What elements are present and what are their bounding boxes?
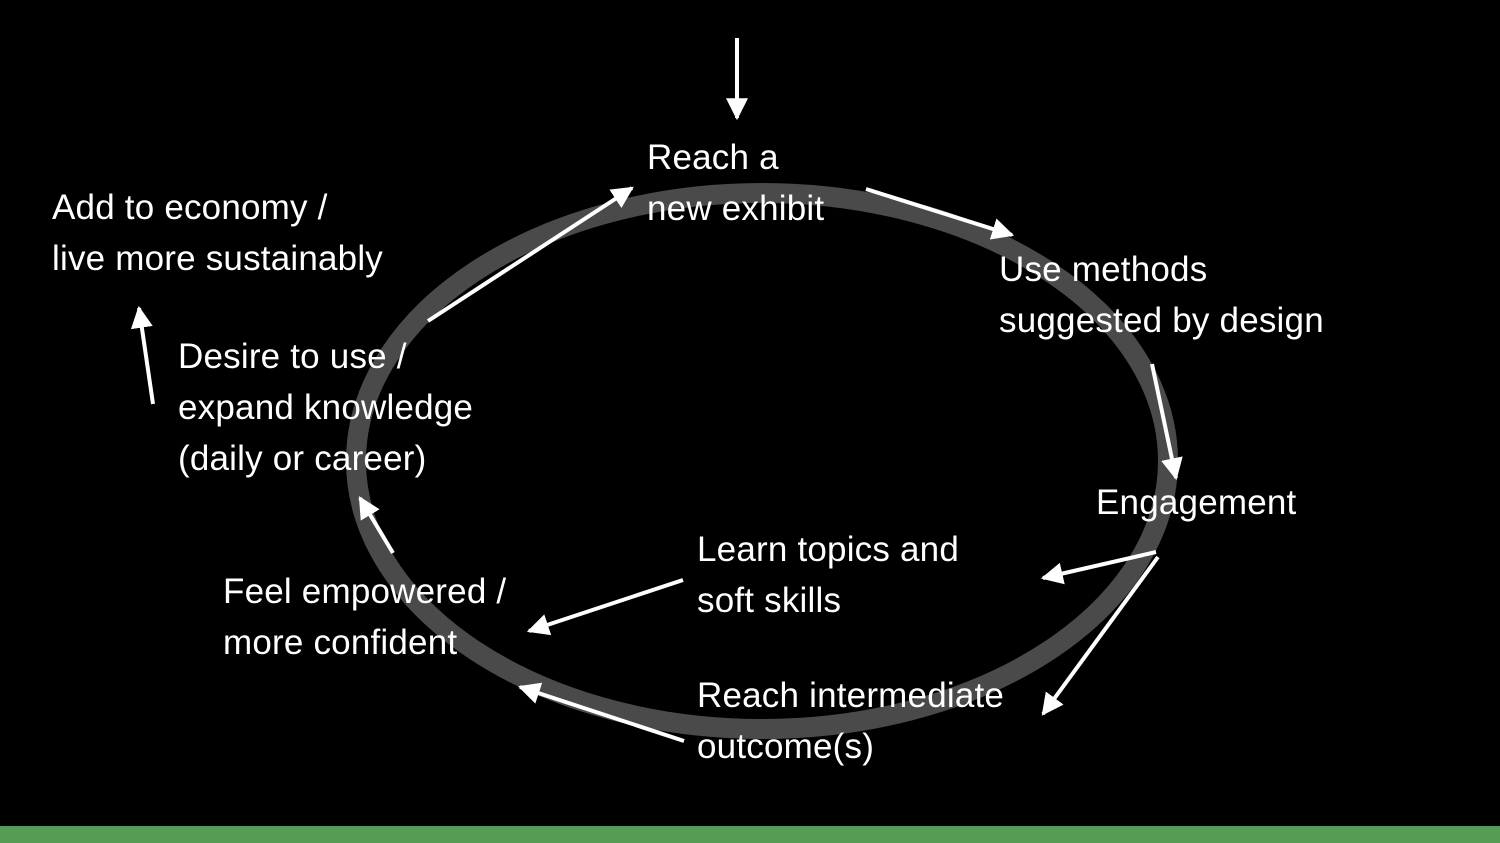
node-feel-empowered-line-1: Feel empowered / [223, 572, 507, 611]
node-add-to-economy-line-1: Add to economy / [52, 188, 328, 227]
node-desire-to-use-line-1: Desire to use / [178, 337, 407, 376]
node-use-methods-line-2: suggested by design [999, 301, 1324, 340]
node-learn-topics-line-2: soft skills [697, 581, 842, 620]
node-intermediate-outcomes: Reach intermediate outcome(s) [697, 670, 1004, 772]
bottom-accent-bar [0, 826, 1500, 843]
node-feel-empowered: Feel empowered / more confident [223, 566, 506, 668]
arrow-methods-to-engagement [1150, 363, 1183, 481]
node-use-methods-line-1: Use methods [999, 250, 1208, 289]
node-learn-topics: Learn topics and soft skills [697, 524, 959, 626]
arrow-engagement-to-learn [1040, 550, 1157, 585]
arrow-exhibit-to-methods [865, 187, 1015, 240]
arrow-learn-to-empowered [526, 578, 684, 636]
node-desire-to-use-line-2: expand knowledge [178, 388, 474, 427]
arrow-engagement-to-intermediate [1041, 555, 1160, 716]
node-reach-exhibit: Reach a new exhibit [647, 132, 824, 234]
node-feel-empowered-line-2: more confident [223, 623, 458, 662]
node-add-to-economy: Add to economy / live more sustainably [52, 182, 383, 284]
arrow-desire-to-exhibit [426, 186, 634, 323]
node-learn-topics-line-1: Learn topics and [697, 530, 959, 569]
arrow-empowered-to-desire [358, 496, 395, 555]
node-engagement: Engagement [1096, 477, 1296, 528]
node-intermediate-outcomes-line-1: Reach intermediate [697, 676, 1005, 715]
node-desire-to-use-line-3: (daily or career) [178, 439, 427, 478]
node-desire-to-use: Desire to use / expand knowledge (daily … [178, 331, 473, 484]
node-use-methods: Use methods suggested by design [999, 244, 1324, 346]
node-intermediate-outcomes-line-2: outcome(s) [697, 727, 875, 766]
node-reach-exhibit-line-2: new exhibit [647, 189, 825, 228]
node-reach-exhibit-line-1: Reach a [647, 138, 779, 177]
node-add-to-economy-line-2: live more sustainably [52, 239, 384, 278]
node-engagement-line-1: Engagement [1096, 483, 1297, 522]
arrow-desire-to-economy [130, 305, 155, 405]
arrow-intermediate-to-empowered [517, 682, 685, 743]
